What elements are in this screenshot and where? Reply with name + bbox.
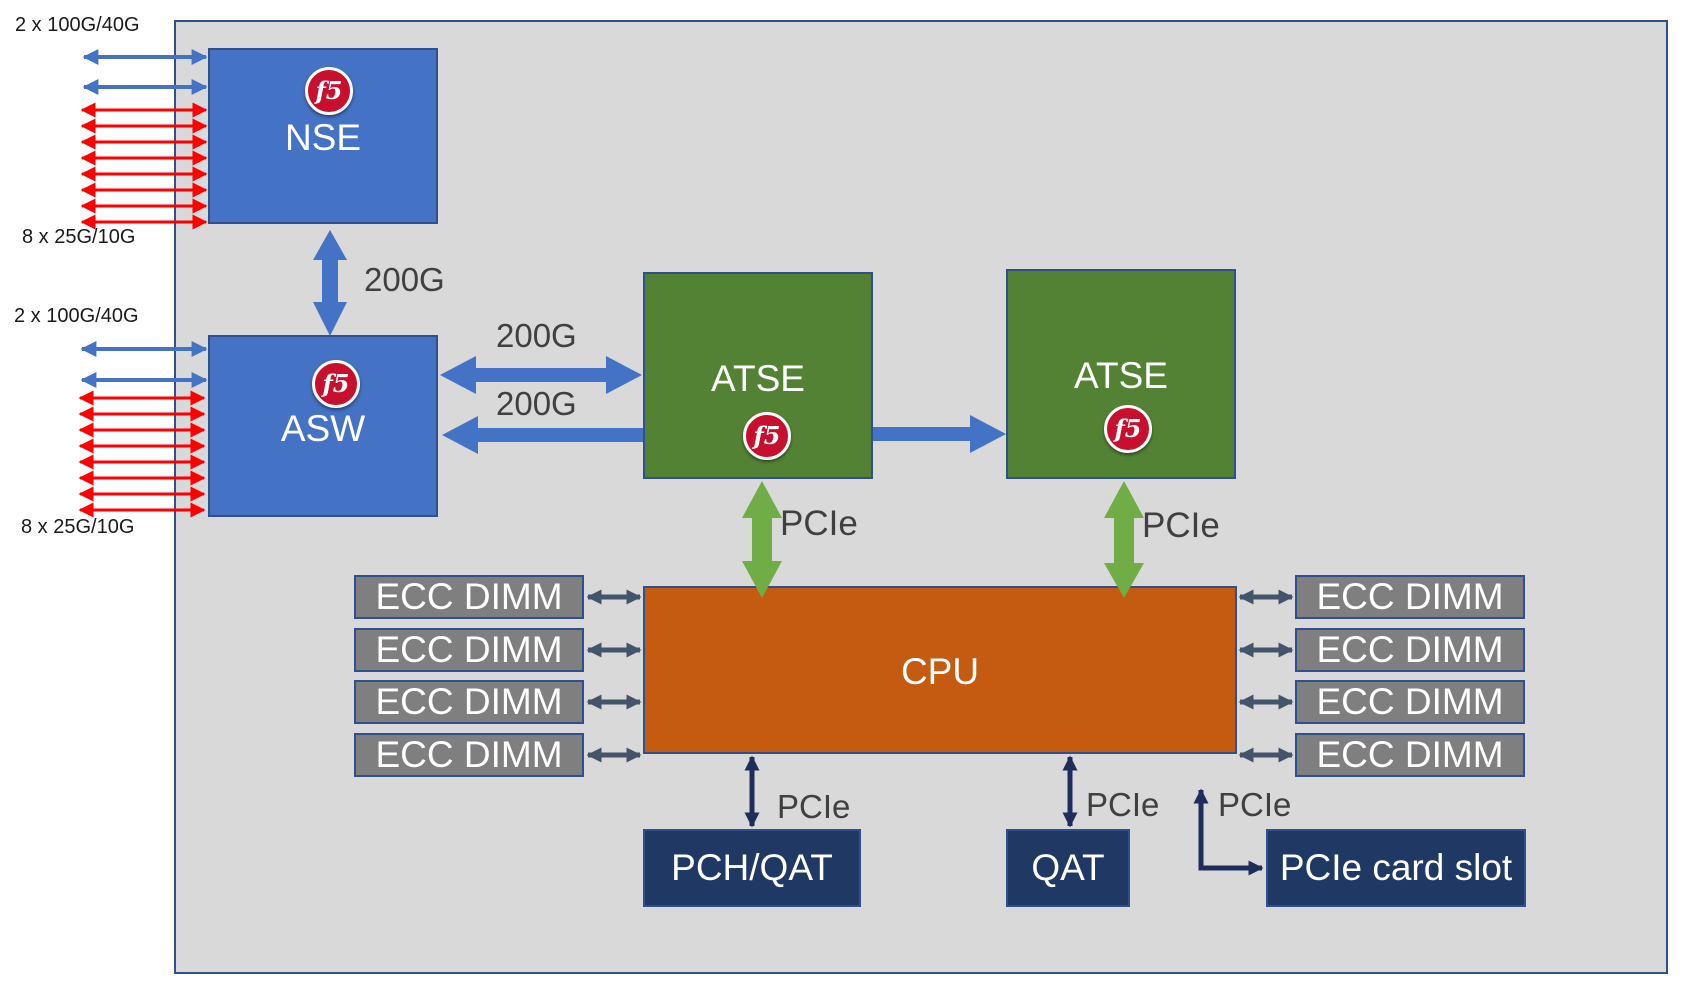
card-slot-pcie-arrow — [1193, 788, 1264, 876]
dimm-left-2: ECC DIMM — [354, 628, 584, 672]
f5-logo-icon: f5 — [305, 67, 353, 115]
dimm-right-2: ECC DIMM — [1295, 628, 1525, 672]
nse-port-label-top: 2 x 100G/40G — [15, 14, 140, 36]
nse-label: NSE — [284, 117, 362, 158]
dimm-right-3: ECC DIMM — [1295, 680, 1525, 724]
qat-block: QAT — [1006, 829, 1130, 907]
f5-logo-icon: f5 — [743, 412, 791, 460]
nse-port-arrows — [80, 49, 208, 230]
atse-right-pcie-label: PCIe — [1142, 506, 1220, 545]
dimm-left-1: ECC DIMM — [354, 575, 584, 619]
atse-right-cpu-pcie-arrow — [1104, 481, 1144, 598]
nse-block: f5 NSE — [208, 48, 438, 224]
asw-atse-top-link-arrow — [440, 356, 642, 394]
dimm-left-3: ECC DIMM — [354, 680, 584, 724]
asw-block: f5 ASW — [208, 335, 438, 517]
cpu-qat-pcie-label: PCIe — [1086, 786, 1160, 823]
cpu-label: CPU — [900, 651, 980, 692]
atse-left-label: ATSE — [711, 358, 805, 399]
pch-qat-block: PCH/QAT — [643, 829, 861, 907]
atse-left-block: ATSE f5 — [643, 272, 873, 479]
asw-port-label-top: 2 x 100G/40G — [14, 305, 139, 327]
nse-port-label-bottom: 8 x 25G/10G — [22, 226, 136, 248]
nse-asw-link-label: 200G — [364, 261, 445, 298]
asw-port-label-bottom: 8 x 25G/10G — [21, 516, 135, 538]
asw-port-arrows — [78, 341, 208, 518]
dimm-right-1: ECC DIMM — [1295, 575, 1525, 619]
asw-atse-bottom-link-arrow — [442, 416, 643, 454]
f5-logo-icon: f5 — [1104, 405, 1152, 453]
cpu-pch-pcie-label: PCIe — [777, 788, 851, 825]
atse-left-pcie-label: PCIe — [780, 504, 858, 543]
dimm-right-4: ECC DIMM — [1295, 733, 1525, 777]
f5-logo-icon: f5 — [312, 360, 360, 408]
atse-right-block: ATSE f5 — [1006, 269, 1236, 479]
dimm-left-arrows — [586, 589, 642, 763]
dimm-left-4: ECC DIMM — [354, 733, 584, 777]
nse-asw-link-arrow — [313, 230, 347, 336]
atse-atse-link-arrow — [873, 415, 1006, 453]
pcie-card-slot-block: PCIe card slot — [1266, 829, 1526, 907]
asw-label: ASW — [280, 408, 366, 449]
atse-right-label: ATSE — [1074, 355, 1168, 396]
dimm-right-arrows — [1238, 589, 1294, 763]
asw-atse-bottom-link-label: 200G — [496, 385, 577, 422]
asw-atse-top-link-label: 200G — [496, 317, 577, 354]
atse-left-cpu-pcie-arrow — [742, 481, 782, 598]
cpu-block: CPU — [643, 586, 1237, 754]
